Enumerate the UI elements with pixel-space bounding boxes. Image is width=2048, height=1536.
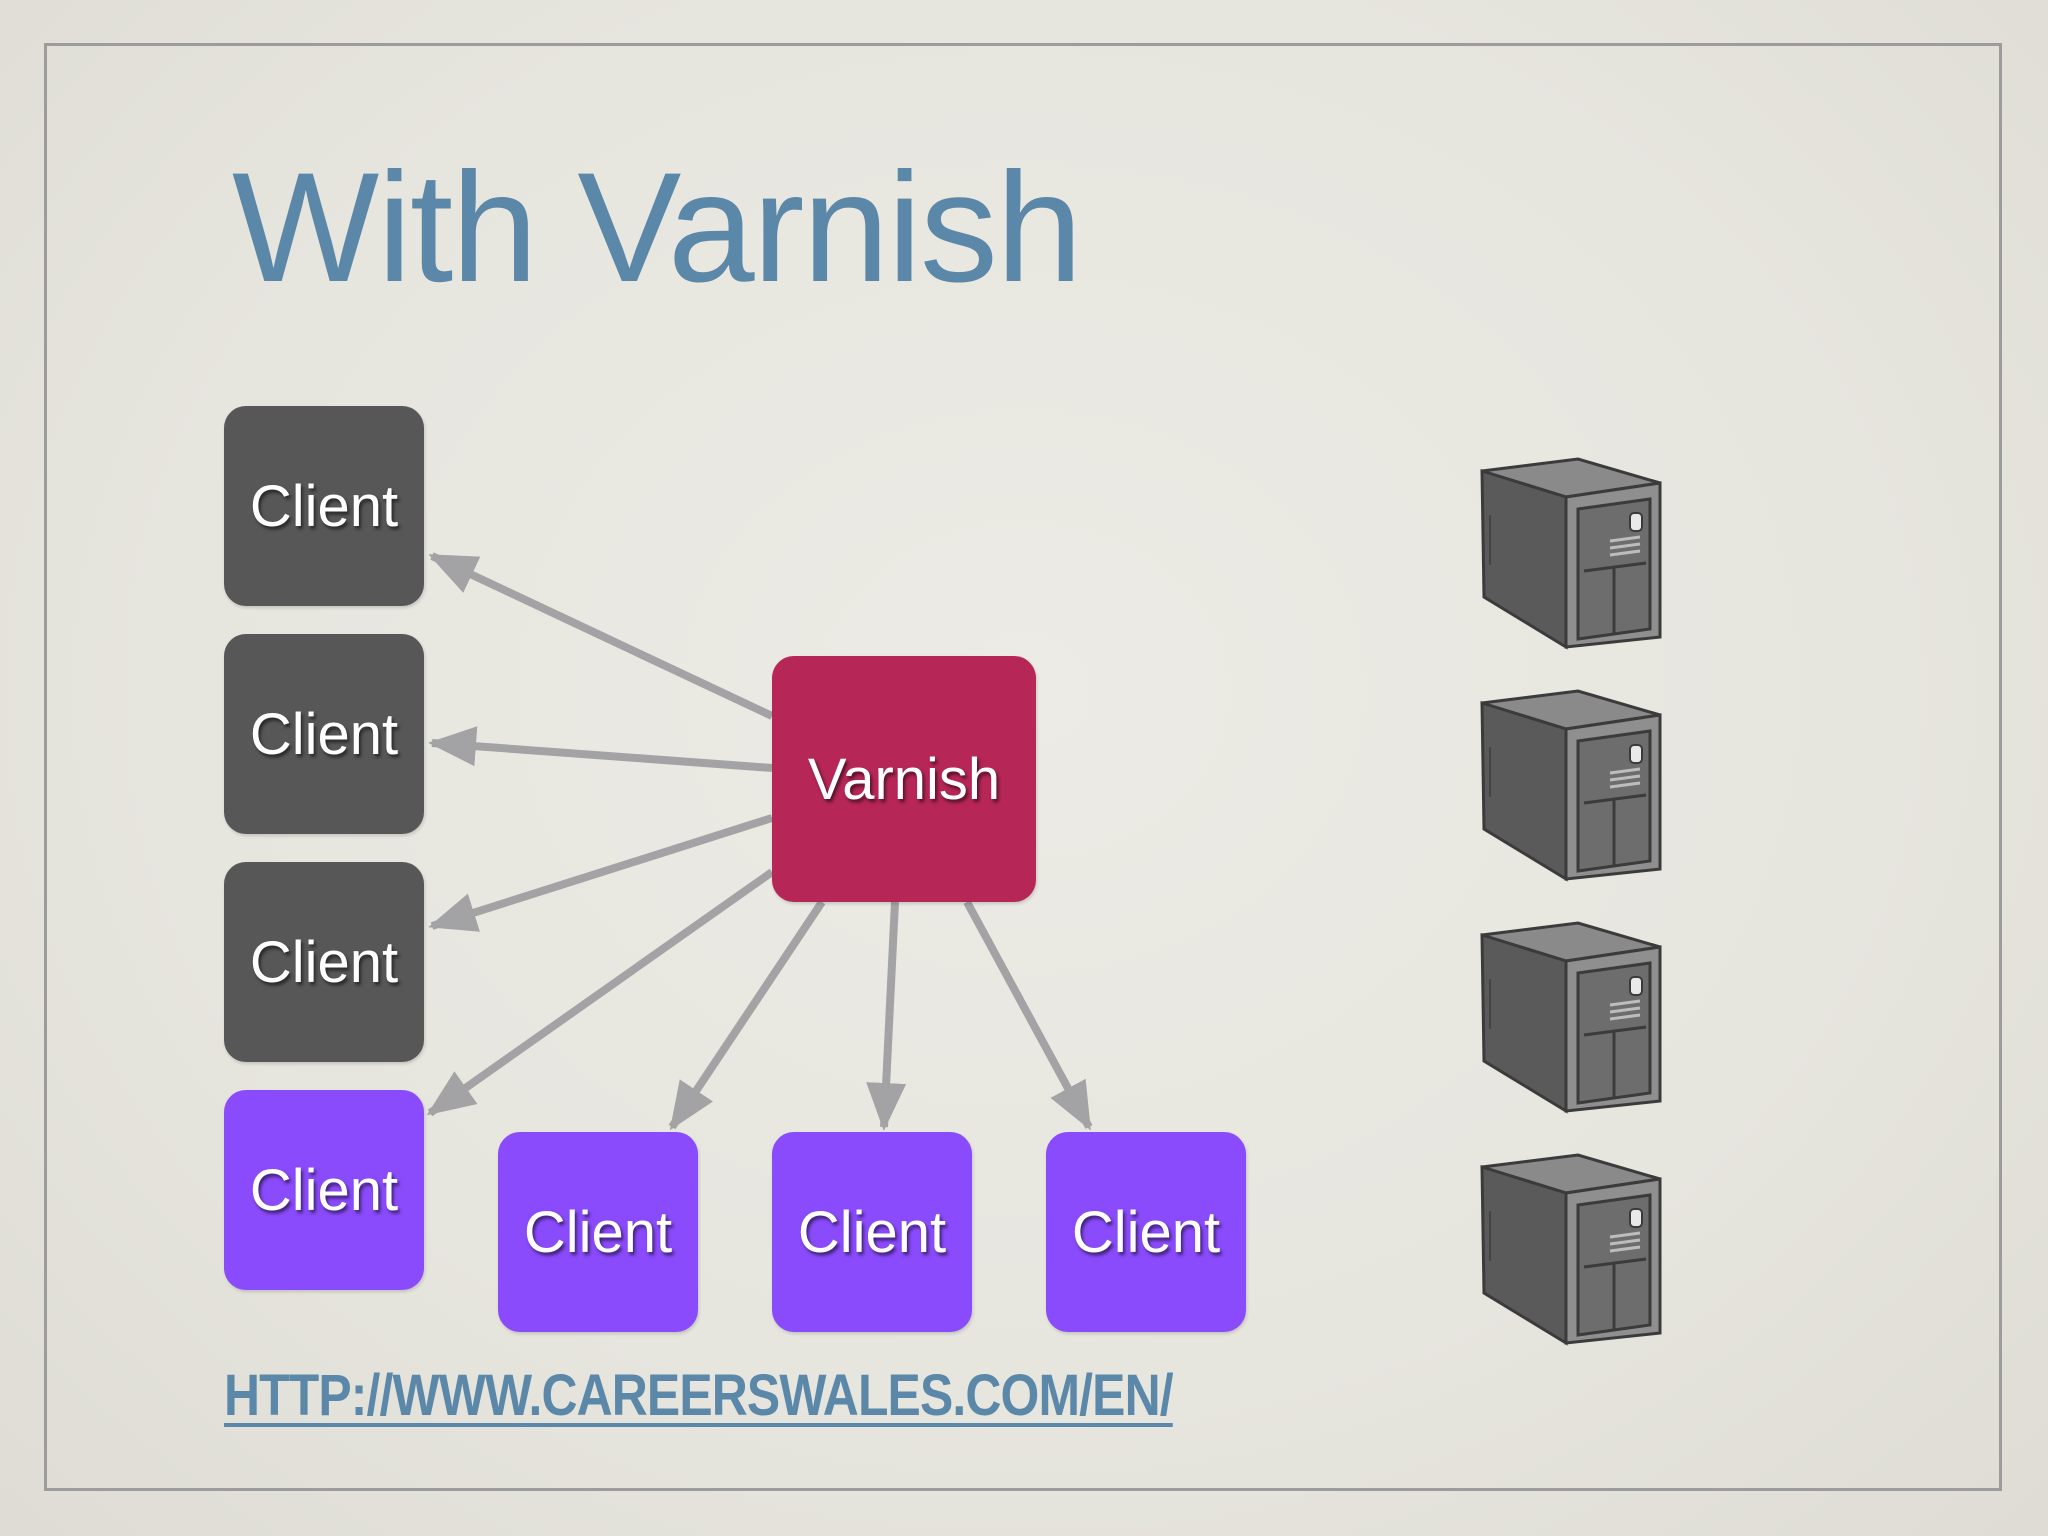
client-node-5: Client — [498, 1132, 698, 1332]
server-tower-icon — [1480, 1153, 1662, 1346]
server-tower-icon — [1480, 457, 1662, 650]
varnish-node: Varnish — [772, 656, 1036, 902]
server-tower-icon — [1480, 921, 1662, 1114]
client-node-1: Client — [224, 406, 424, 606]
source-url-link[interactable]: HTTP://WWW.CAREERSWALES.COM/EN/ — [224, 1363, 1174, 1428]
slide-frame — [44, 43, 2002, 1491]
client-node-3: Client — [224, 862, 424, 1062]
slide-title: With Varnish — [232, 141, 1083, 315]
client-node-7: Client — [1046, 1132, 1246, 1332]
server-tower-icon — [1480, 689, 1662, 882]
client-node-6: Client — [772, 1132, 972, 1332]
client-node-4: Client — [224, 1090, 424, 1290]
client-node-2: Client — [224, 634, 424, 834]
